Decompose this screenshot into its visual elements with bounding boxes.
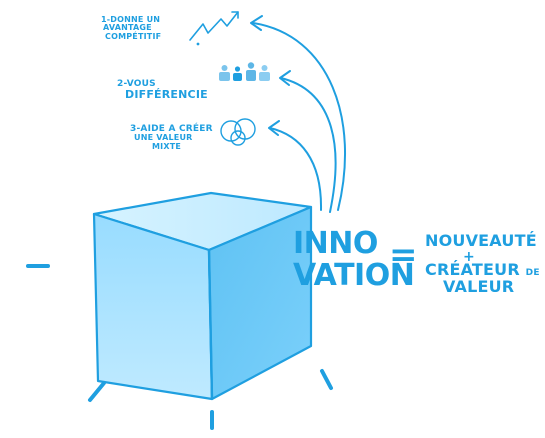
benefit-1-label: 1-DONNE UN AVANTAGE COMPÉTITIF (101, 15, 162, 41)
benefit-3-line-3: MIXTE (152, 141, 182, 151)
equation-right-line-3: VALEUR (443, 277, 515, 297)
equation-right-line-2: CRÉATEUR (425, 260, 520, 280)
equation-left-line-2: VATION (293, 257, 415, 293)
arrow-to-item2 (279, 70, 337, 213)
ray-bottom-left (88, 381, 106, 402)
benefit-1-line-2: AVANTAGE (103, 23, 152, 33)
benefit-1-line-3: COMPÉTITIF (105, 31, 162, 41)
benefit-3-line-1: 3-AIDE A CRÉER (130, 124, 213, 134)
benefit-1-line-1: 1-DONNE UN (101, 15, 161, 24)
benefit-2-label: 2-VOUS DIFFÉRENCIE (117, 79, 208, 102)
arrow-to-item3 (268, 120, 323, 211)
equation-right-line-2-suffix: DE (525, 268, 540, 279)
equation-right: NOUVEAUTÉ + CRÉATEUR DE VALEUR (425, 231, 540, 297)
benefit-3-line-2: UNE VALEUR (134, 133, 193, 143)
equals-sign: = (389, 235, 418, 275)
equation-left-line-1: INNO (293, 226, 378, 261)
benefit-3-label: 3-AIDE A CRÉER UNE VALEUR MIXTE (130, 124, 213, 151)
benefit-2-line-1: 2-VOUS (117, 79, 156, 89)
benefit-2-line-2: DIFFÉRENCIE (125, 88, 208, 102)
overlapping-circles-icon (220, 118, 256, 146)
plus-sign: + (463, 248, 475, 265)
equation-left: INNO VATION (293, 226, 415, 293)
people-group-icon (219, 62, 270, 81)
arrow-to-item1 (250, 15, 346, 211)
equation-right-line-1: NOUVEAUTÉ (425, 231, 537, 250)
trend-arrow-icon (189, 11, 239, 46)
ray-bottom-right (320, 369, 333, 390)
